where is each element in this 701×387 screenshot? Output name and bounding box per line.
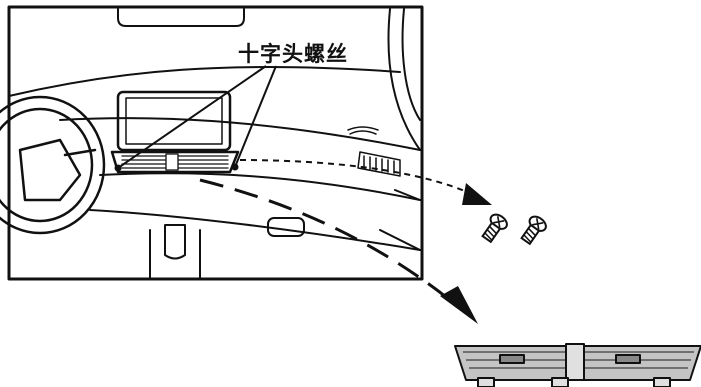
steering-wheel (0, 95, 106, 235)
dashboard-illustration (0, 5, 424, 281)
removed-vent-panel (454, 343, 701, 387)
a-pillar-inner (401, 8, 421, 121)
dashboard-frame (7, 5, 424, 281)
callout-leaders (117, 65, 277, 169)
vent-arrow (199, 178, 478, 324)
dashboard-lower-line (99, 172, 421, 201)
screw-arrow (239, 159, 492, 205)
screw-icon (481, 213, 508, 244)
center-console (149, 229, 201, 280)
callout-label: 十字头螺丝 (238, 42, 348, 66)
gear-shifter (164, 224, 186, 260)
rear-view-mirror (117, 8, 245, 27)
screen-inner (125, 97, 223, 145)
infotainment-screen (116, 90, 232, 152)
dashboard-bottom (89, 209, 421, 251)
screw-icon (520, 215, 547, 246)
center-vent-slats (121, 153, 229, 171)
side-trim (379, 189, 421, 251)
windshield-edge (8, 65, 401, 97)
speaker-grille (347, 126, 379, 135)
dashboard-top (59, 117, 421, 151)
a-pillar (387, 8, 421, 151)
console-button (267, 217, 305, 237)
